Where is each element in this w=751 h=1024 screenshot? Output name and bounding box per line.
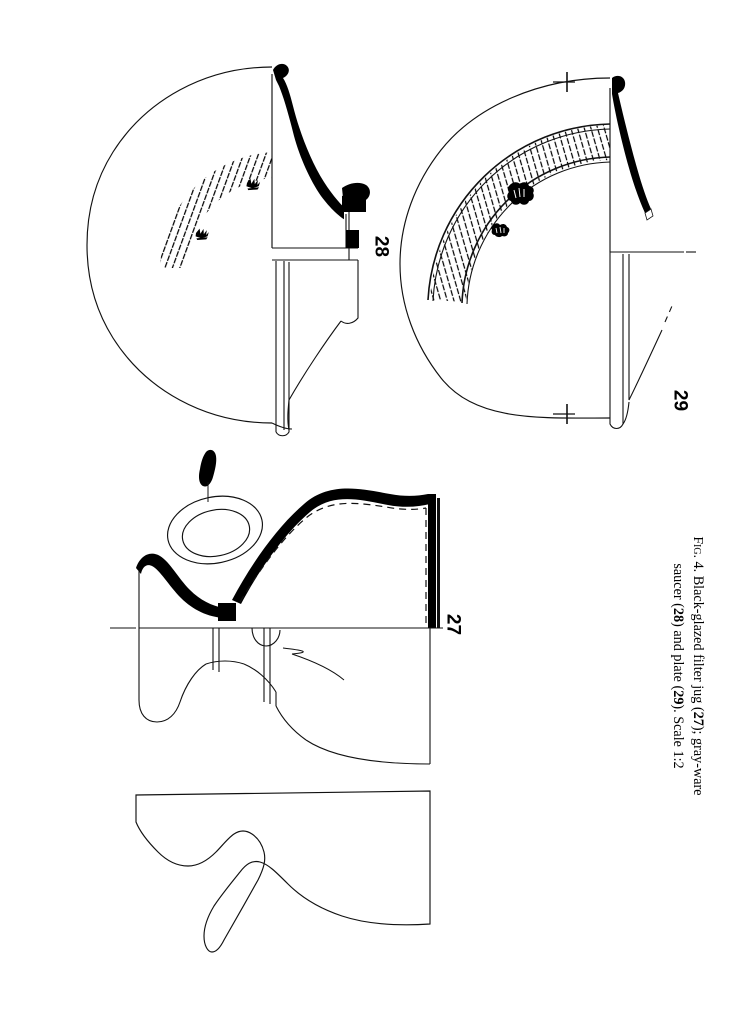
caption-line-2: saucer (28) and plate (29). Scale 1:2 [668,506,688,826]
drawing-saucer-28 [86,63,370,437]
caption-text-1a: Black-glazed filter jug ( [690,575,706,712]
stamp-motif-28-lower [195,228,209,240]
caption-line-1: Fig. 4. Black-glazed filter jug (27); gr… [688,506,708,826]
decoration-band-29 [430,125,610,302]
catalog-number-28: 28 [370,235,392,258]
filter-neck-mark-27 [218,603,236,621]
figure-caption: Fig. 4. Black-glazed filter jug (27); gr… [662,506,708,826]
caption-fig-number: 4. [690,561,706,573]
caption-text-2b: ) and plate ( [670,622,686,691]
stamp-motif-28-upper [246,178,261,191]
caption-ref-28: 28 [670,607,686,623]
caption-ref-27: 27 [690,711,706,726]
caption-text-2c: ). Scale 1:2 [670,704,686,769]
catalog-number-29: 29 [669,389,691,412]
stamp-rosette-29-upper [507,182,534,205]
drawing-jug-27 [110,449,443,765]
stamp-rosette-29-lower [491,223,510,238]
drawing-jug-27-outline-view [135,790,431,953]
drawing-plate-29 [399,72,700,430]
decoration-band-28 [160,152,272,268]
catalog-number-27: 27 [442,613,464,636]
caption-text-1b: ); gray-ware [690,725,706,796]
caption-fig-prefix: Fig. [691,536,706,558]
caption-ref-29: 29 [670,690,686,705]
spout-detail-27 [199,449,217,487]
caption-text-2a: saucer ( [670,563,686,608]
